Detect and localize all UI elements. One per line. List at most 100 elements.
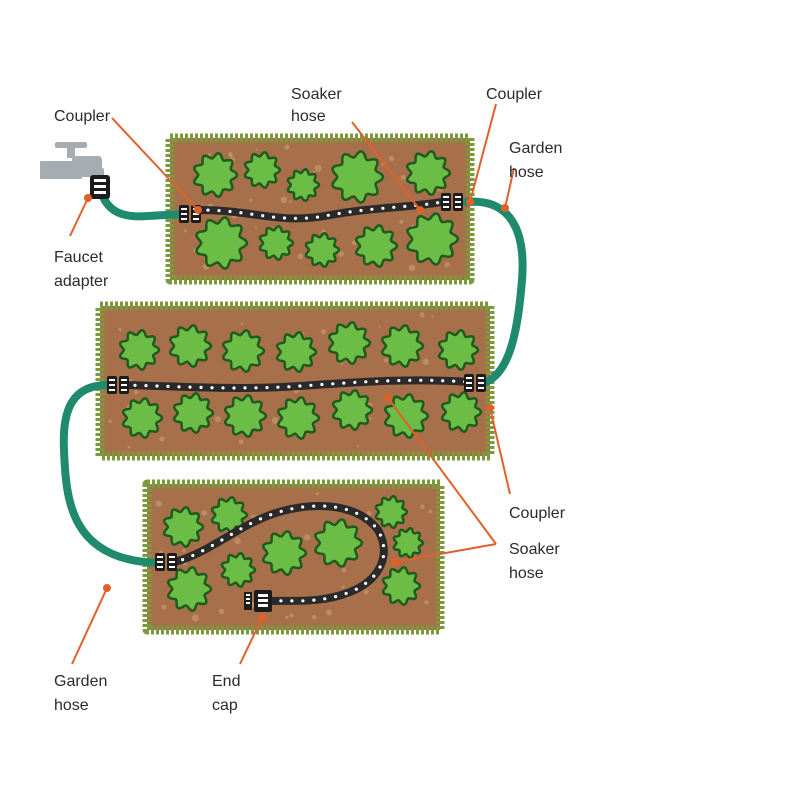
soil-speckle (420, 504, 425, 510)
coupler-thread (169, 556, 175, 558)
plant-icon (210, 496, 249, 534)
drip-hole (323, 504, 327, 508)
soil-speckle (238, 439, 244, 445)
drip-hole (372, 574, 376, 578)
plant-icon (162, 505, 205, 549)
drip-hole (258, 517, 263, 521)
drip-hole (355, 511, 359, 515)
label-line: Coupler (486, 86, 543, 103)
drip-hole (403, 204, 407, 208)
leader-dot (258, 614, 266, 622)
plant-icon (406, 212, 460, 266)
drip-hole (279, 599, 283, 603)
soil-speckle (445, 265, 448, 268)
bed-border (142, 479, 445, 635)
soil-speckle (408, 264, 416, 272)
plant-icon (275, 330, 318, 374)
drip-hole (381, 544, 386, 548)
drip-hole (312, 504, 316, 508)
coupler-thread (443, 196, 449, 198)
soil-speckle (201, 510, 208, 516)
drip-hole (344, 507, 348, 512)
coupler-thread (169, 566, 175, 568)
label-line: cap (212, 697, 238, 714)
drip-hole (334, 595, 338, 599)
drip-hole (166, 384, 170, 388)
drip-hole (348, 210, 352, 214)
soil-speckle (363, 589, 369, 595)
soil-speckle (388, 155, 395, 162)
soil-speckle (249, 198, 253, 202)
drip-hole (155, 384, 159, 388)
soil-speckle (378, 325, 381, 328)
leader-dot (501, 204, 509, 212)
faucet-adapter-icon (90, 175, 110, 199)
drip-hole (386, 379, 390, 383)
coupler-thread (466, 382, 472, 384)
coupler-thread (478, 387, 484, 389)
coupler-thread (121, 384, 127, 386)
soil-speckle (284, 144, 290, 150)
coupler-thread (157, 566, 163, 568)
soil-speckle (315, 492, 319, 496)
coupler-thread (478, 382, 484, 384)
coupler-thread (478, 377, 484, 379)
drip-hole (290, 599, 294, 603)
leader-dot (194, 206, 202, 214)
plant-icon (224, 393, 268, 439)
leader-dot (416, 206, 424, 214)
drip-hole (206, 208, 210, 212)
drip-hole (221, 386, 225, 390)
label-soaker-hose-top: Soaker hose (291, 86, 346, 125)
soil-speckle (337, 250, 344, 257)
label-line: Soaker (291, 86, 342, 103)
label-line: Soaker (509, 541, 560, 558)
drip-hole (217, 209, 221, 213)
coupler-thread (169, 561, 175, 563)
drip-hole (301, 599, 305, 603)
drip-hole (425, 202, 429, 206)
soil-speckle (255, 148, 258, 151)
leader-soaker-lower-a (387, 397, 497, 545)
drip-hole (269, 513, 273, 517)
soil-speckle (341, 567, 347, 573)
soil-speckle (419, 312, 425, 318)
leader-dot (103, 584, 111, 592)
drip-hole (309, 383, 313, 387)
plant-icon (437, 328, 480, 372)
drip-hole (279, 509, 283, 513)
plant-icon (392, 526, 425, 560)
leader-dot (466, 198, 474, 206)
drip-hole (331, 382, 335, 386)
leader-coupler-top-right (469, 103, 497, 203)
leader-dot (391, 558, 399, 566)
label-line: adapter (54, 273, 109, 290)
drip-hole (210, 386, 214, 390)
soil-speckle (302, 332, 305, 335)
soil-speckle (369, 417, 372, 420)
leader-garden-hose-bottom (71, 587, 108, 665)
label-line: Faucet (54, 249, 103, 266)
drip-hole (342, 381, 346, 385)
drip-hole (337, 211, 341, 216)
drip-hole (364, 380, 368, 384)
coupler-thread (466, 387, 472, 389)
plant-icon (384, 392, 430, 440)
plant-icon (118, 328, 161, 372)
drip-hole (323, 597, 327, 601)
soil-speckle (218, 608, 225, 615)
drip-hole (191, 553, 195, 558)
label-faucet-adapter: Faucet adapter (54, 249, 109, 290)
soil-speckle (240, 322, 244, 326)
drip-hole (232, 386, 236, 390)
coupler-thread (181, 208, 187, 210)
drip-hole (381, 555, 385, 559)
coupler-thread (181, 218, 187, 220)
drip-hole (276, 385, 280, 389)
coupler-icon (107, 376, 129, 394)
drip-hole (304, 216, 309, 220)
label-line: Coupler (509, 505, 566, 522)
coupler-thread (121, 379, 127, 381)
drip-hole (392, 205, 396, 209)
label-coupler-top-right: Coupler (486, 86, 543, 103)
